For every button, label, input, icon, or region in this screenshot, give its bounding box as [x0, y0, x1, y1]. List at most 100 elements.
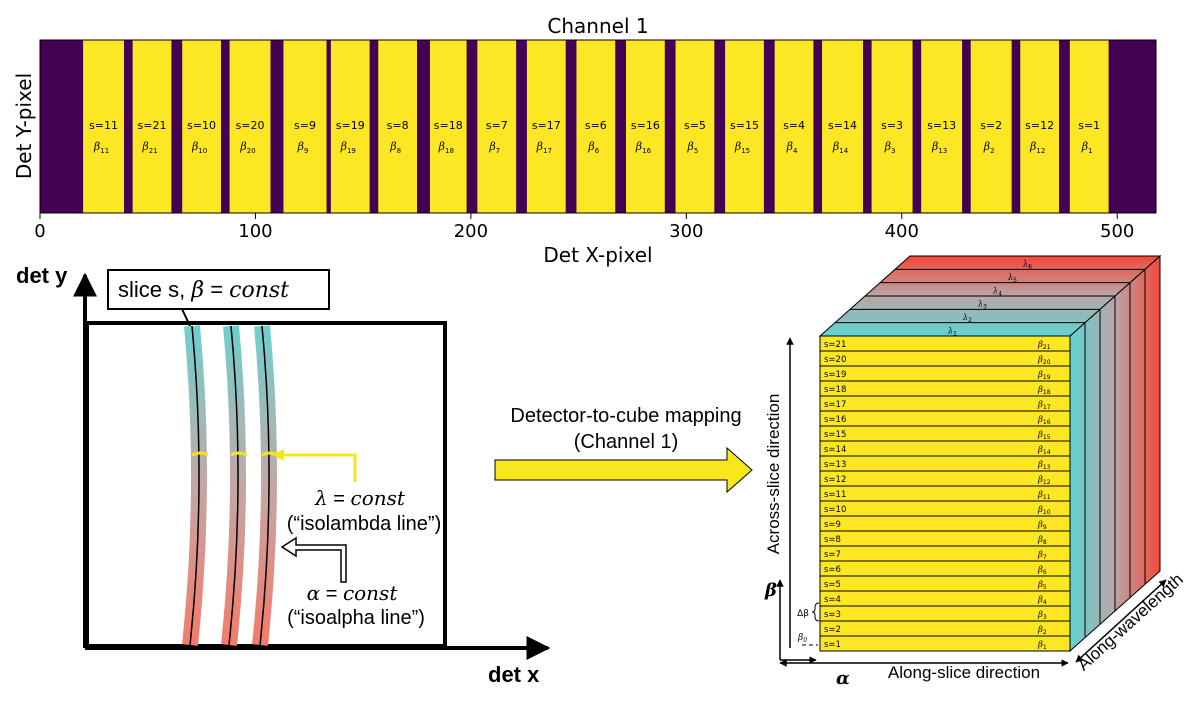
detector-slice-2	[132, 40, 172, 213]
cube-row	[819, 605, 1071, 622]
panel-title: Channel 1	[547, 14, 648, 38]
slice-beta-label: β14	[832, 140, 849, 155]
lambda-layer-label: λ6	[1022, 260, 1032, 271]
cube-row	[819, 425, 1071, 442]
isolambda-pointer-head	[272, 449, 284, 461]
slice-beta-label: β5	[687, 140, 699, 155]
delta-beta-brace	[811, 602, 820, 622]
cube-row	[819, 530, 1071, 547]
slice-index-label: s=5	[684, 119, 706, 132]
cube-row-index: s=11	[824, 490, 846, 500]
isoalpha-equation: α = const	[307, 581, 399, 605]
along-slice-label: Along-slice direction	[888, 663, 1040, 682]
alpha-axis-label: α	[836, 668, 850, 689]
slice-index-label: s=20	[236, 119, 265, 132]
cube-row-index: s=3	[824, 610, 841, 620]
slice-index-label: s=12	[1025, 119, 1054, 132]
mapping-arrow-shape	[494, 446, 753, 494]
slice-beta-label: β18	[438, 140, 454, 155]
detector-slice-12	[626, 40, 665, 213]
slice-index-label: s=13	[927, 119, 956, 132]
x-tick-label: 0	[34, 221, 45, 242]
cube-row-beta: β10	[1037, 505, 1051, 516]
detector-slice-19	[970, 40, 1012, 213]
slice-index-label: s=8	[387, 119, 409, 132]
cube-row-index: s=4	[824, 595, 841, 605]
cube-row-beta: β7	[1037, 550, 1047, 561]
detector-slice-16	[822, 40, 863, 213]
cube-row	[819, 380, 1071, 397]
detector-schematic: slice s, β = const λ = const (“isolambda…	[16, 263, 551, 687]
cube-row-beta: β18	[1037, 385, 1051, 396]
slice-callout-box	[107, 269, 330, 310]
cube-row-index: s=18	[824, 385, 846, 395]
cube-row-index: s=19	[824, 370, 846, 380]
x-tick-label: 200	[454, 221, 488, 242]
cube-row-index: s=13	[824, 460, 846, 470]
slice-beta-label: β21	[141, 140, 157, 155]
detector-slice-10	[526, 40, 566, 213]
slice-beta-label: β17	[536, 140, 552, 155]
curved-slices	[182, 325, 279, 646]
cube-row	[819, 350, 1071, 367]
lambda-layer-label: λ1	[947, 326, 957, 337]
det-x-label: det x	[488, 662, 540, 687]
cube-row-beta: β16	[1037, 415, 1051, 426]
cube-row-beta: β19	[1037, 370, 1051, 381]
cube-row	[819, 500, 1071, 517]
cube-row	[819, 575, 1071, 592]
slice-beta-label: β10	[191, 140, 207, 155]
isolambda-mark-1	[191, 451, 209, 457]
slice-centerline-1	[189, 325, 200, 646]
detector-slice-3	[182, 40, 221, 213]
isolambda-pointer	[284, 453, 357, 482]
slice-beta-label: β9	[297, 140, 309, 155]
slice-index-label: s=11	[89, 119, 118, 132]
detector-slice-21	[1069, 40, 1109, 213]
cube-row-beta: β2	[1037, 625, 1047, 636]
slice-beta-label: β2	[983, 140, 995, 155]
cube-row-beta: β11	[1037, 490, 1051, 501]
slice-index-label: s=14	[828, 119, 857, 132]
slice-index-label: s=1	[1078, 119, 1100, 132]
cube-row-index: s=1	[824, 640, 841, 650]
slice-centerline-2	[228, 325, 239, 646]
panel-frame	[39, 39, 1157, 214]
x-axis-label: Det X-pixel	[543, 243, 652, 267]
cube-row	[819, 560, 1071, 577]
lambda-layer-label: λ5	[1007, 273, 1017, 284]
cube-row-index: s=12	[824, 475, 846, 485]
cube-row	[819, 335, 1071, 352]
y-axis-label: Det Y-pixel	[12, 73, 36, 179]
cube-row	[819, 515, 1071, 532]
mapping-title: Detector-to-cube mapping	[510, 405, 741, 427]
x-tick-label: 100	[238, 221, 272, 242]
slice-callout-leader	[181, 308, 191, 327]
slice-index-label: s=15	[730, 119, 759, 132]
slice-index-label: s=7	[486, 119, 508, 132]
cube-row-index: s=21	[824, 340, 846, 350]
beta-axis-label: β	[764, 580, 777, 601]
cube-row-index: s=6	[824, 565, 841, 575]
cube-row-beta: β13	[1037, 460, 1051, 471]
slice-beta-label: β3	[884, 140, 896, 155]
slice-beta-label: β6	[587, 140, 599, 155]
cube-row-beta: β15	[1037, 430, 1051, 441]
isoalpha-pointer	[280, 536, 347, 583]
cube-row	[819, 590, 1071, 607]
x-tick-label: 400	[885, 221, 919, 242]
cube-row-beta: β9	[1037, 520, 1047, 531]
detector-slices: s=11β11s=21β21s=10β10s=20β20s=9β9s=19β19…	[83, 40, 1109, 213]
wavelength-axis-line	[1075, 579, 1167, 663]
cube-row-index: s=20	[824, 355, 846, 365]
slice-beta-label: β8	[389, 140, 401, 155]
detector-slice-7	[378, 40, 418, 213]
slice-index-label: s=10	[187, 119, 216, 132]
slice-index-label: s=18	[434, 119, 463, 132]
cube-row-index: s=10	[824, 505, 846, 515]
cube-row-beta: β6	[1037, 565, 1047, 576]
slice-index-label: s=21	[138, 119, 167, 132]
